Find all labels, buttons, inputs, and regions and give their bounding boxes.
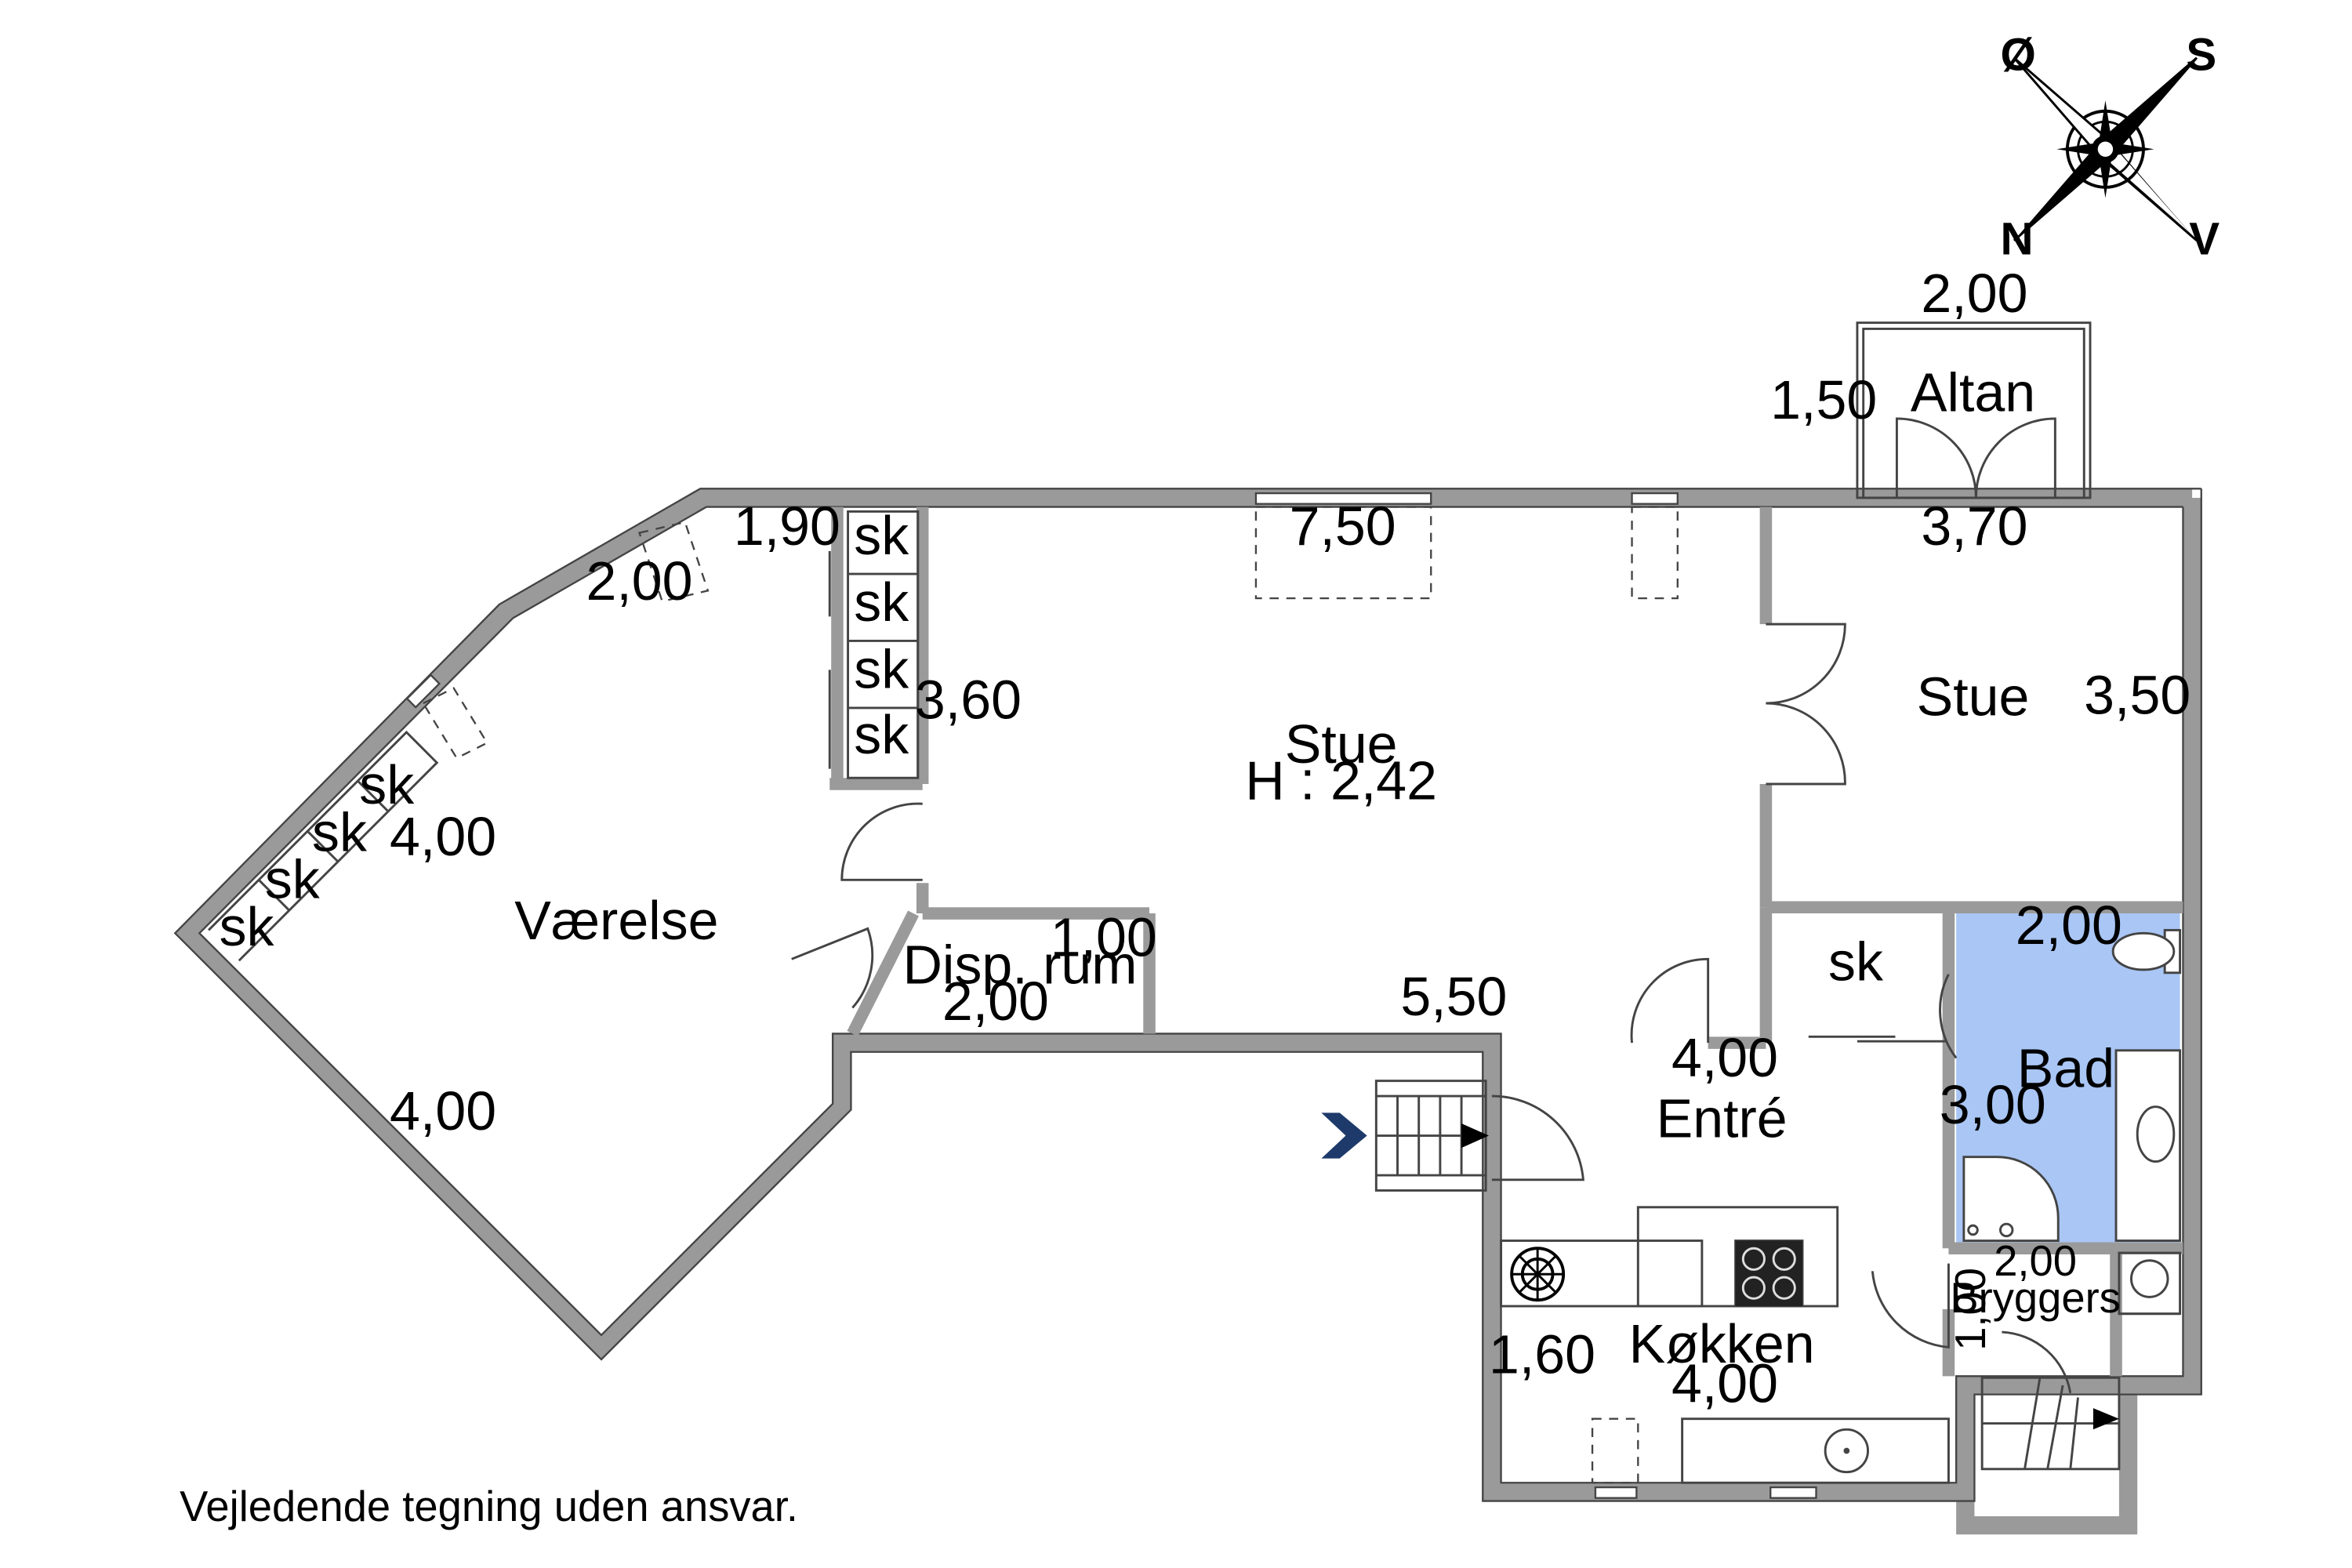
dim-stue-right-width: 3,70 bbox=[1921, 495, 2027, 557]
sk-label: sk bbox=[1828, 931, 1884, 992]
dim-vaerelse-top: 1,90 bbox=[734, 495, 840, 557]
skylights bbox=[422, 506, 1679, 1484]
entry-stairs bbox=[1374, 1080, 1487, 1192]
doors bbox=[791, 622, 2072, 1393]
room-label-vaerelse: Værelse bbox=[514, 890, 718, 951]
bathroom-sink-icon bbox=[2114, 1049, 2182, 1242]
sk-label: sk bbox=[359, 754, 415, 815]
outer-wall bbox=[174, 488, 2201, 1501]
sk-label: sk bbox=[854, 704, 909, 765]
sk-label: sk bbox=[854, 505, 909, 566]
dim-stue-main-depth: 3,60 bbox=[915, 670, 1022, 731]
dim-stue-right-depth: 3,50 bbox=[2084, 665, 2190, 726]
room-label-disp-rum: Disp. rum bbox=[902, 934, 1137, 995]
fan-icon bbox=[1510, 1247, 1566, 1302]
sk-label: sk bbox=[220, 896, 275, 957]
windows bbox=[405, 492, 1817, 1499]
room-label-stue-right: Stue bbox=[1917, 666, 2030, 728]
dim-vaerelse-side: 4,00 bbox=[390, 806, 496, 867]
interior-walls bbox=[829, 506, 2183, 1377]
room-label-koekken: Køkken bbox=[1629, 1313, 1815, 1374]
stair-wall bbox=[1956, 1385, 2138, 1535]
dim-koekken-width: 4,00 bbox=[1671, 1352, 1778, 1414]
disclaimer-text: Vejledende tegning uden ansvar. bbox=[180, 1483, 798, 1530]
dim-entre-width: 4,00 bbox=[1671, 1027, 1778, 1088]
storage-labels: sk sk sk sk sk sk sk sk sk bbox=[220, 505, 1884, 993]
utility-sink-icon bbox=[2118, 1251, 2182, 1316]
wardrobe-column bbox=[828, 510, 920, 779]
dim-bryggers-depth: 1,00 bbox=[1947, 1268, 1994, 1351]
balcony bbox=[1856, 321, 2092, 499]
dim-altan-depth: 1,50 bbox=[1770, 369, 1877, 430]
room-label-bad: Bad bbox=[2017, 1037, 2114, 1098]
back-stair-arrow-icon bbox=[2092, 1408, 2119, 1430]
dim-bryggers-width: 2,00 bbox=[1994, 1237, 2077, 1285]
shower-icon bbox=[1962, 1156, 2060, 1242]
compass-label-n: N bbox=[2000, 213, 2033, 264]
kitchen-sink-icon bbox=[1824, 1428, 1869, 1474]
dim-disp-depth: 1,00 bbox=[1051, 906, 1157, 967]
compass-rose: Ø S N V bbox=[2000, 29, 2220, 264]
toilet-icon bbox=[2111, 928, 2182, 975]
room-label-bryggers: Bryggers bbox=[1950, 1274, 2121, 1322]
dim-stue-main-width: 7,50 bbox=[1290, 495, 1396, 557]
wall-edges bbox=[173, 488, 2202, 1502]
dim-disp-width: 2,00 bbox=[942, 971, 1049, 1032]
dimension-labels: 2,00 1,50 3,70 3,50 7,50 3,60 5,50 1,90 … bbox=[390, 263, 2190, 1414]
sk-label: sk bbox=[854, 572, 909, 633]
compass-label-v: V bbox=[2189, 213, 2220, 264]
dim-koekken-depth: 1,60 bbox=[1489, 1323, 1595, 1385]
compass-label-o: Ø bbox=[2000, 29, 2035, 80]
sk-label: sk bbox=[265, 849, 321, 910]
stove-icon bbox=[1735, 1240, 1803, 1307]
dim-bad-width: 2,00 bbox=[2016, 895, 2122, 956]
room-label-altan: Altan bbox=[1911, 361, 2035, 423]
dim-bad-depth: 3,00 bbox=[1940, 1074, 2046, 1135]
dim-vaerelse-bottom: 4,00 bbox=[390, 1080, 496, 1142]
sk-label: sk bbox=[312, 801, 368, 862]
room-label-stue-height: H : 2,42 bbox=[1245, 750, 1437, 811]
room-label-entre: Entré bbox=[1657, 1087, 1788, 1149]
compass-label-s: S bbox=[2186, 29, 2216, 80]
wardrobe-diagonal bbox=[207, 730, 439, 962]
sk-label: sk bbox=[854, 639, 909, 700]
dim-altan-width: 2,00 bbox=[1921, 263, 2027, 324]
compass-star-icon bbox=[2013, 56, 2198, 241]
walls bbox=[174, 488, 2201, 1535]
dim-vaerelse-diag: 2,00 bbox=[586, 550, 693, 612]
entry-arrow-icon bbox=[1321, 1112, 1367, 1159]
room-label-stue-main: Stue bbox=[1285, 713, 1398, 775]
stair-direction-arrow-icon bbox=[1461, 1123, 1490, 1149]
dim-stue-main-bottom: 5,50 bbox=[1400, 966, 1507, 1027]
